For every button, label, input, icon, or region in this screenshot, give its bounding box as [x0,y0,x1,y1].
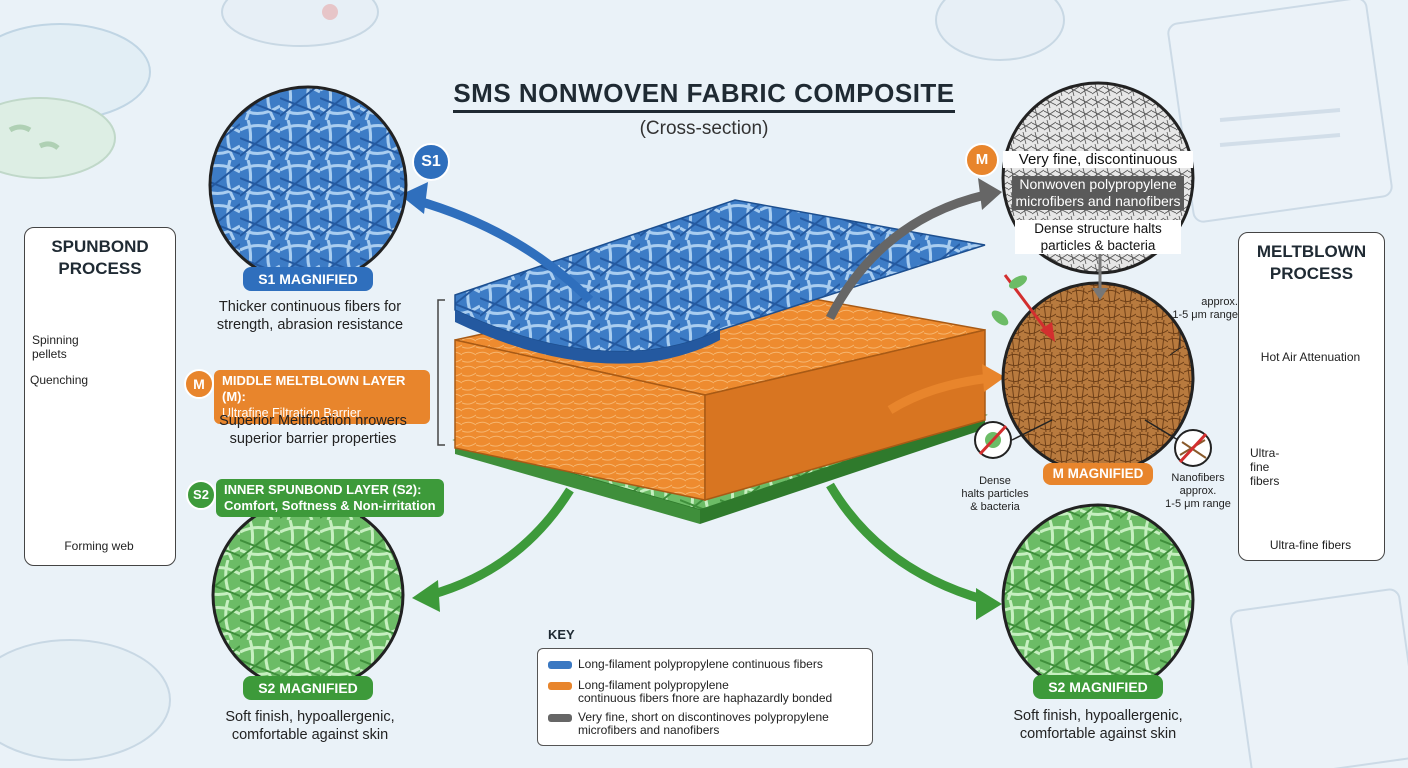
key-item-2-line-1: Long-filament polypropylene [578,678,729,692]
bracket-left [437,299,445,446]
s2-left-description-line-2: comfortable against skin [231,727,389,743]
dense-note-line-3: & bacteria [970,501,1020,513]
s2-magnified-label-left: S2 MAGNIFIED [243,676,373,700]
middle-layer-label: MIDDLE MELTBLOWN LAYER (M): Ultrafine Fi… [214,370,430,424]
virus-icon-left [974,421,1012,459]
s1-badge: S1 [412,143,450,181]
decor-petri-dish-top [221,0,379,47]
nanofiber-note-line-2: approx. [1179,485,1217,497]
m-top-line-2: Nonwoven polypropylene [1012,176,1184,193]
spunbond-step-2: Quenching [30,373,89,387]
m-top-line-5: particles & bacteria [1015,237,1181,254]
m-badge-left: M [184,369,214,399]
circle-s2-left [211,498,405,692]
key-item-1: Long-filament polypropylene continuous f… [548,658,823,671]
arrow-s2-left [428,487,574,600]
key-title: KEY [548,627,575,642]
inner-spunbond-label-line-1: INNER SPUNBOND LAYER (S2): [224,482,422,497]
middle-description-line-2: superior barrier properties [229,431,397,447]
s1-description: Thicker continuous fibers for strength, … [180,298,440,334]
decor-flask-top-right [935,0,1065,61]
dense-note-left: Dense halts particles & bacteria [955,475,1035,514]
arrow-m-right [887,373,991,414]
m-top-line-1: Very fine, discontinuous [1003,151,1193,168]
approx-note-top-line-2: 1-5 μm range [1172,309,1238,321]
key-item-2-line-2: continuous fibers fnore are haphazardly … [578,691,833,705]
page-title: SMS NONWOVEN FABRIC COMPOSITE [0,78,1408,113]
m-magnified-label: M MAGNIFIED [1043,463,1153,485]
s2-right-description-line-2: comfortable against skin [1019,726,1177,742]
s1-description-line-2: strength, abrasion resistance [216,317,404,333]
s2-magnified-label-right: S2 MAGNIFIED [1033,675,1163,699]
spunbond-step-3: Forming web [64,539,134,553]
approx-note-top: approx. 1-5 μm range [1168,296,1238,322]
s2-description-right: Soft finish, hypoallergenic, comfortable… [968,707,1228,743]
dense-note-line-2: halts particles [961,488,1029,500]
s2-right-description-line-1: Soft finish, hypoallergenic, [1013,708,1183,724]
meltblown-process-title: MELTBLOWN PROCESS [1256,242,1367,283]
spunbond-step-1: Spinning pellets [32,333,79,361]
middle-description-line-1: Superior Meltfication nrowers [219,413,407,429]
nanofiber-note-line-3: 1-5 μm range [1165,498,1231,510]
meltblown-step-2: Ultra-fine fibers [1250,446,1280,488]
s2-left-description-line-1: Soft finish, hypoallergenic, [225,709,395,725]
key-swatch-orange [548,681,572,690]
meltblown-step-3: Ultra-fine fibers [1269,538,1352,552]
key-swatch-gray [548,713,572,722]
middle-layer-label-line-1: MIDDLE MELTBLOWN LAYER (M): [222,373,406,404]
inner-spunbond-label-line-2: Comfort, Softness & Non-irritation [224,498,436,513]
layer-s1-blue [454,199,986,364]
key-item-2: Long-filament polypropylene continuous f… [548,679,832,705]
arrow-s1 [413,195,594,304]
nanofiber-note-line-1: Nanofibers [1171,472,1225,484]
m-top-line-4: Dense structure halts [1015,220,1181,237]
decor-clipboard-bottom-right [1229,588,1408,768]
dense-note-line-1: Dense [979,475,1011,487]
key-swatch-blue [548,660,572,669]
decor-petri-dish-bottom-left [0,639,171,761]
circle-m-magnified [991,250,1195,475]
inner-spunbond-label: INNER SPUNBOND LAYER (S2): Comfort, Soft… [216,479,444,517]
s2-description-left: Soft finish, hypoallergenic, comfortable… [180,708,440,744]
s1-magnified-label: S1 MAGNIFIED [243,267,373,291]
s2-badge-left: S2 [186,480,216,510]
key-item-3-line-1: Very fine, short on discontinoves polypr… [578,710,829,724]
m-badge-top: M [965,143,999,177]
circle-s1-magnified [208,85,408,285]
nanofiber-icon-right [1174,429,1212,467]
nanofiber-note-right: Nanofibers approx. 1-5 μm range [1158,472,1238,511]
approx-note-top-line-1: approx. [1201,296,1238,308]
spunbond-process-panel: SPUNBOND PROCESS [24,227,176,566]
meltblown-process-panel: MELTBLOWN PROCESS [1238,232,1385,561]
m-top-line-3: microfibers and nanofibers [1012,193,1184,210]
page-subtitle: (Cross-section) [639,118,769,139]
decor-clipboard-top-right [1167,0,1393,223]
meltblown-step-1: Hot Air Attenuation [1260,350,1361,364]
arrow-m-top [825,190,987,321]
key-item-3-line-2: microfibers and nanofibers [578,723,720,737]
key-box: Long-filament polypropylene continuous f… [537,648,873,746]
key-item-3: Very fine, short on discontinoves polypr… [548,711,829,737]
middle-description: Superior Meltfication nrowers superior b… [188,412,438,448]
middle-layer-label-line-2: Ultrafine Filtration Barrier [222,406,361,420]
key-item-1-line-1: Long-filament polypropylene continuous f… [578,657,823,671]
arrow-s2-right [826,482,987,605]
spunbond-process-title: SPUNBOND PROCESS [51,237,149,278]
circle-s2-right [1001,503,1195,697]
decor-petri-dish-top-left [0,23,151,179]
s1-description-line-1: Thicker continuous fibers for [218,299,402,315]
